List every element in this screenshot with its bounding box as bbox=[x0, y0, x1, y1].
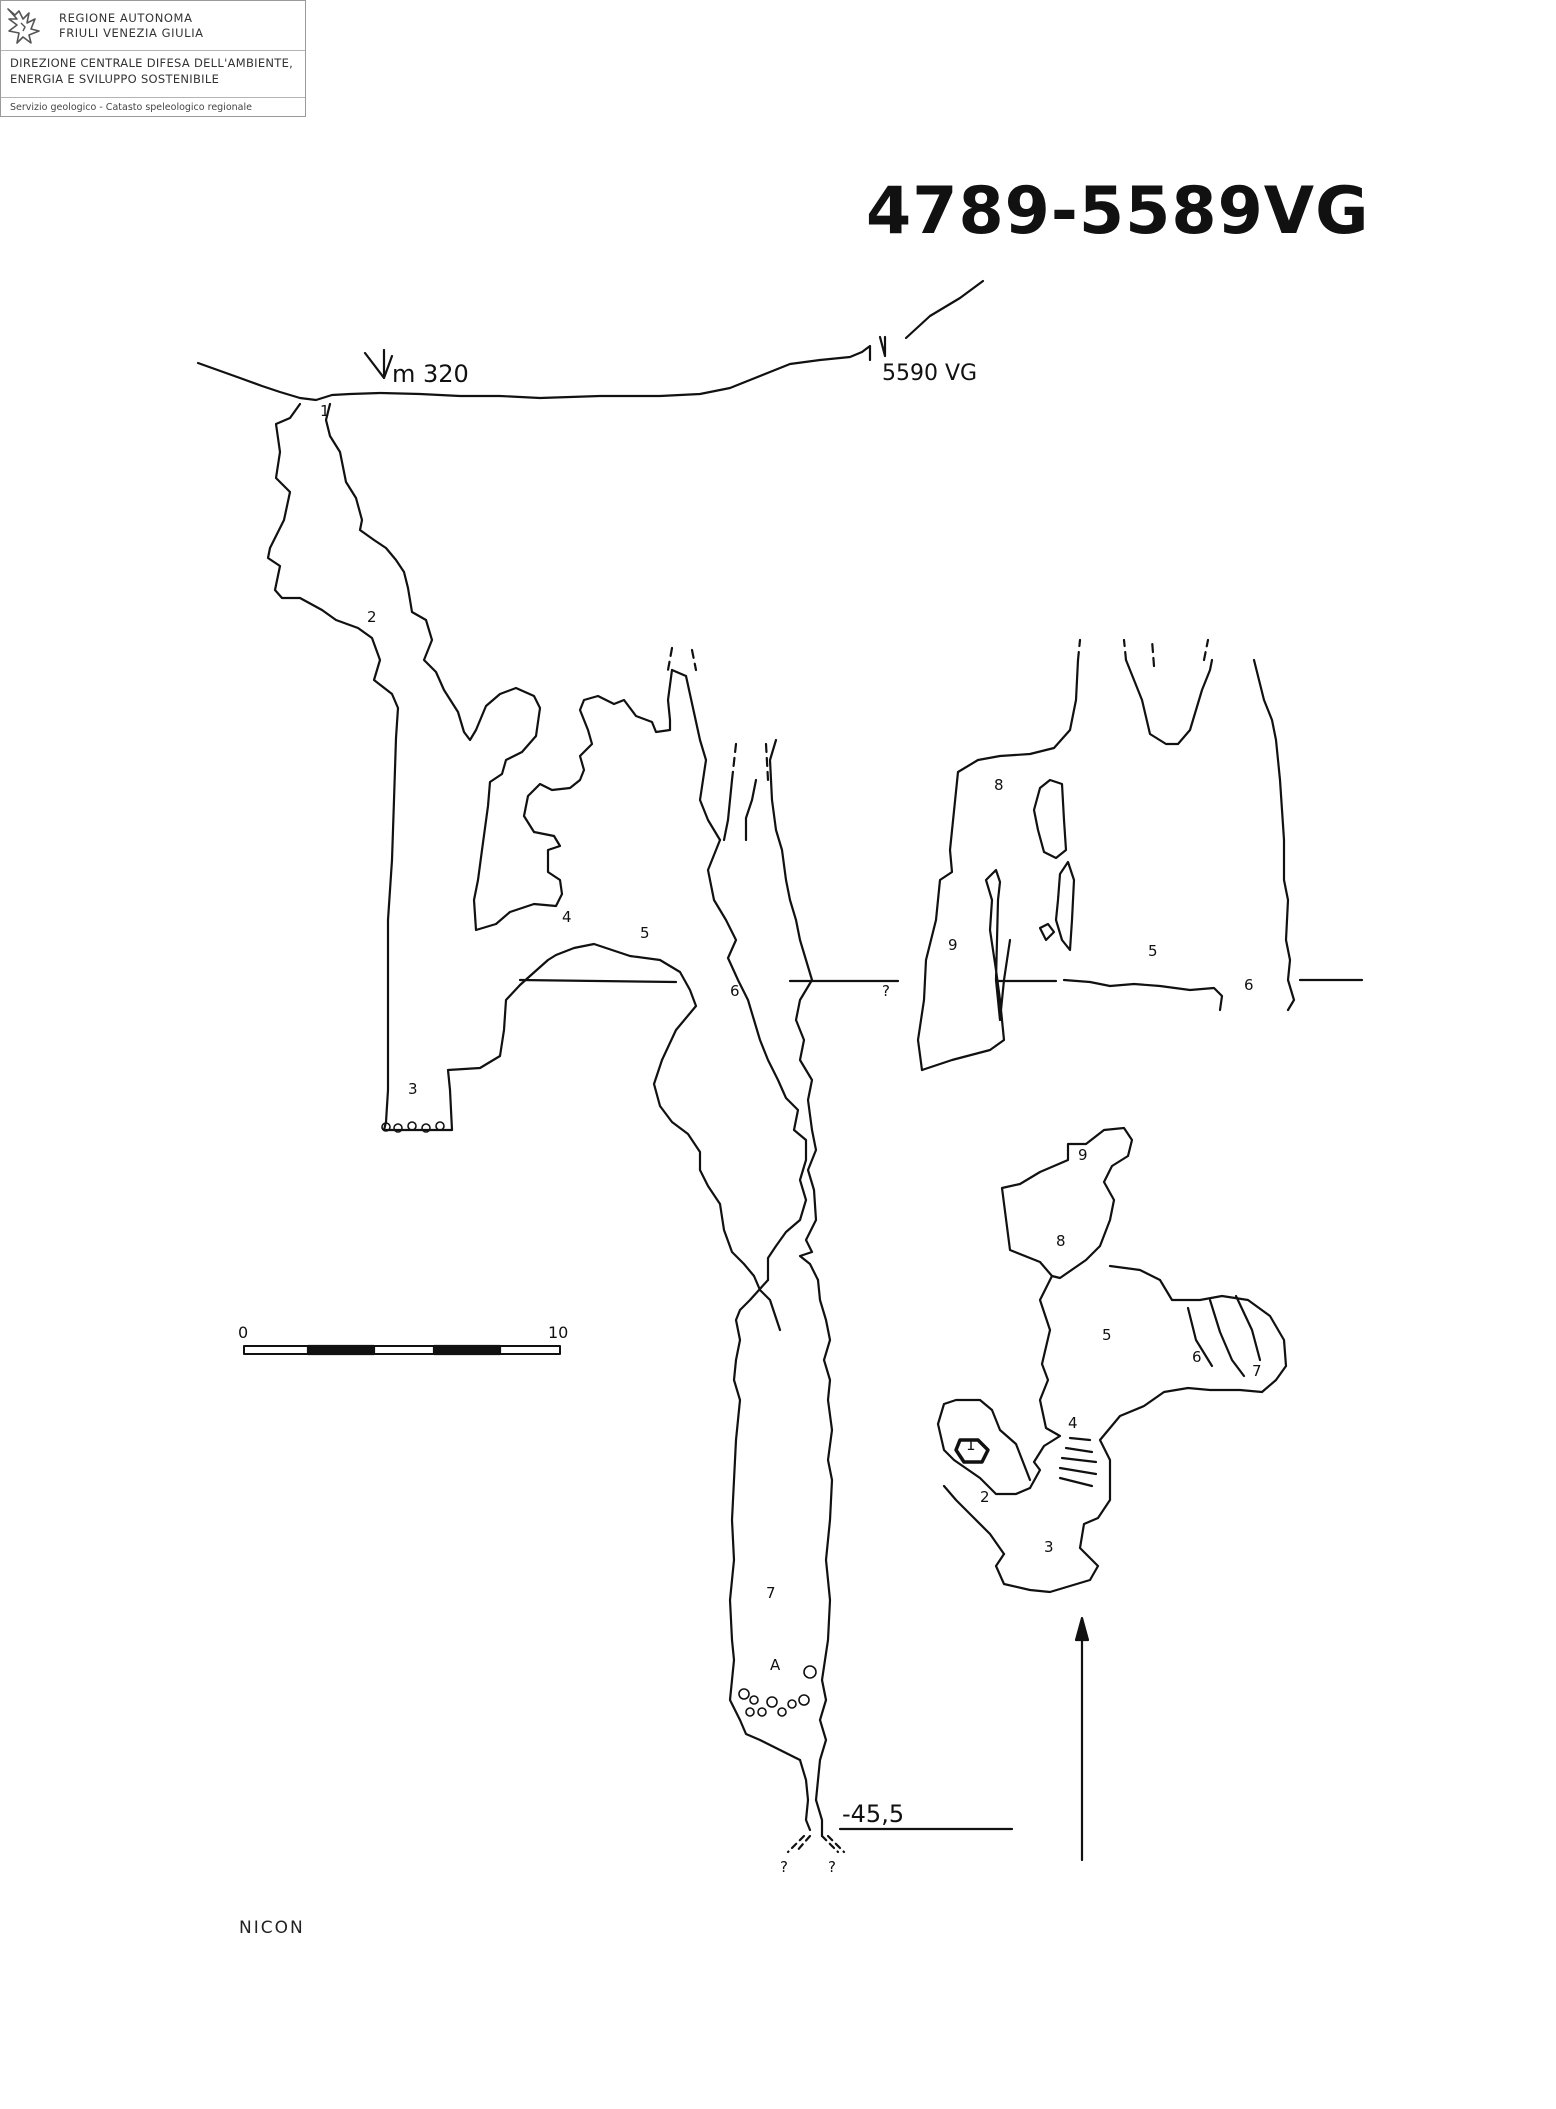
entrance-marker-icon bbox=[363, 348, 394, 380]
section-label: 8 bbox=[994, 776, 1004, 794]
cave-section-outline bbox=[1124, 658, 1214, 746]
cave-section-outline bbox=[324, 402, 674, 932]
section-label: 6 bbox=[1244, 976, 1254, 994]
depth-label: -45,5 bbox=[842, 1800, 904, 1828]
institution-header: REGIONE AUTONOMA FRIULI VENEZIA GIULIA D… bbox=[0, 0, 306, 117]
scale-bar-start-label: 0 bbox=[238, 1323, 248, 1342]
adjacent-entrance-marker-icon bbox=[878, 335, 887, 358]
cave-plan-outline bbox=[1028, 1274, 1062, 1490]
cave-section-outline bbox=[916, 658, 1080, 1072]
region-name-line-1: REGIONE AUTONOMA bbox=[59, 11, 193, 25]
header-divider bbox=[1, 97, 305, 98]
cave-plan-outline bbox=[1058, 1436, 1098, 1488]
scale-bar-segment bbox=[432, 1344, 502, 1356]
cave-section-outline bbox=[768, 738, 820, 1282]
author-name: NICON bbox=[239, 1918, 305, 1938]
cave-section-outline bbox=[814, 1278, 834, 1802]
section-label: 5 bbox=[640, 924, 650, 942]
cave-section-outline bbox=[1062, 978, 1224, 1012]
cave-section-outline bbox=[1038, 922, 1056, 942]
cave-catalog-number: 4789-5589VG bbox=[866, 174, 1370, 249]
section-label: 7 bbox=[766, 1584, 776, 1602]
unknown-mark: ? bbox=[780, 1858, 788, 1876]
cave-section-outline bbox=[1076, 638, 1210, 668]
cave-section-outline bbox=[670, 668, 722, 842]
plan-label: 8 bbox=[1056, 1232, 1066, 1250]
water-level-line bbox=[518, 978, 1364, 984]
directorate-line-1: DIREZIONE CENTRALE DIFESA DELL'AMBIENTE, bbox=[10, 56, 294, 70]
cave-section-outline bbox=[1054, 860, 1076, 952]
directorate-line-2: ENERGIA E SVILUPPO SOSTENIBILE bbox=[10, 72, 220, 86]
cave-plan-outline bbox=[1000, 1126, 1134, 1280]
surface-profile-line bbox=[904, 279, 985, 340]
plan-label: 1 bbox=[966, 1436, 976, 1454]
cave-section-outline bbox=[722, 778, 758, 842]
plan-label: 4 bbox=[1068, 1414, 1078, 1432]
section-label: 3 bbox=[408, 1080, 418, 1098]
eagle-coat-of-arms-icon bbox=[7, 8, 40, 44]
section-label: 4 bbox=[562, 908, 572, 926]
section-label: 5 bbox=[1148, 942, 1158, 960]
scale-bar-end-label: 10 bbox=[548, 1323, 568, 1342]
section-label: 1 bbox=[320, 402, 330, 420]
cave-section-outline bbox=[666, 646, 698, 672]
region-name-line-2: FRIULI VENEZIA GIULIA bbox=[59, 26, 204, 40]
cave-section-outline bbox=[266, 402, 782, 1332]
unknown-mark: ? bbox=[882, 982, 890, 1000]
cave-section-outline bbox=[706, 838, 808, 1282]
cave-section-outline bbox=[728, 1278, 802, 1762]
cave-section-outline bbox=[814, 1798, 824, 1838]
cave-plan-outline bbox=[936, 1398, 1032, 1496]
entrance-altitude-label: m 320 bbox=[392, 360, 469, 388]
cave-section-outline bbox=[1252, 658, 1296, 1012]
plan-label: 6 bbox=[1192, 1348, 1202, 1366]
cave-section-outline bbox=[798, 1758, 812, 1832]
section-label: 9 bbox=[948, 936, 958, 954]
cave-plan-outline bbox=[954, 1438, 990, 1464]
scale-bar-segment bbox=[306, 1344, 376, 1356]
plan-label: 9 bbox=[1078, 1146, 1088, 1164]
cave-section-outline bbox=[920, 868, 1012, 1072]
unknown-mark: ? bbox=[828, 1858, 836, 1876]
plan-label: 3 bbox=[1044, 1538, 1054, 1556]
boulder-fill bbox=[381, 1121, 817, 1717]
plan-label: 5 bbox=[1102, 1326, 1112, 1344]
cave-plan-outline bbox=[994, 1264, 1288, 1594]
north-arrow-icon bbox=[1074, 1616, 1090, 1642]
adjacent-cave-label: 5590 VG bbox=[882, 361, 977, 386]
cave-section-outline bbox=[730, 742, 770, 782]
plan-label: 2 bbox=[980, 1488, 990, 1506]
cave-section-outline bbox=[1032, 778, 1068, 860]
header-divider bbox=[1, 50, 305, 51]
section-label: 2 bbox=[367, 608, 377, 626]
cave-section-outline bbox=[786, 1834, 846, 1854]
cave-plan-outline bbox=[1186, 1294, 1262, 1378]
plan-label: 7 bbox=[1252, 1362, 1262, 1380]
surface-profile-line bbox=[196, 344, 872, 402]
service-name: Servizio geologico - Catasto speleologic… bbox=[10, 102, 252, 113]
scale-bar-frame bbox=[243, 1345, 561, 1355]
section-label: A bbox=[770, 1656, 781, 1674]
cave-plan-outline bbox=[942, 1484, 1006, 1556]
section-label: 6 bbox=[730, 982, 740, 1000]
